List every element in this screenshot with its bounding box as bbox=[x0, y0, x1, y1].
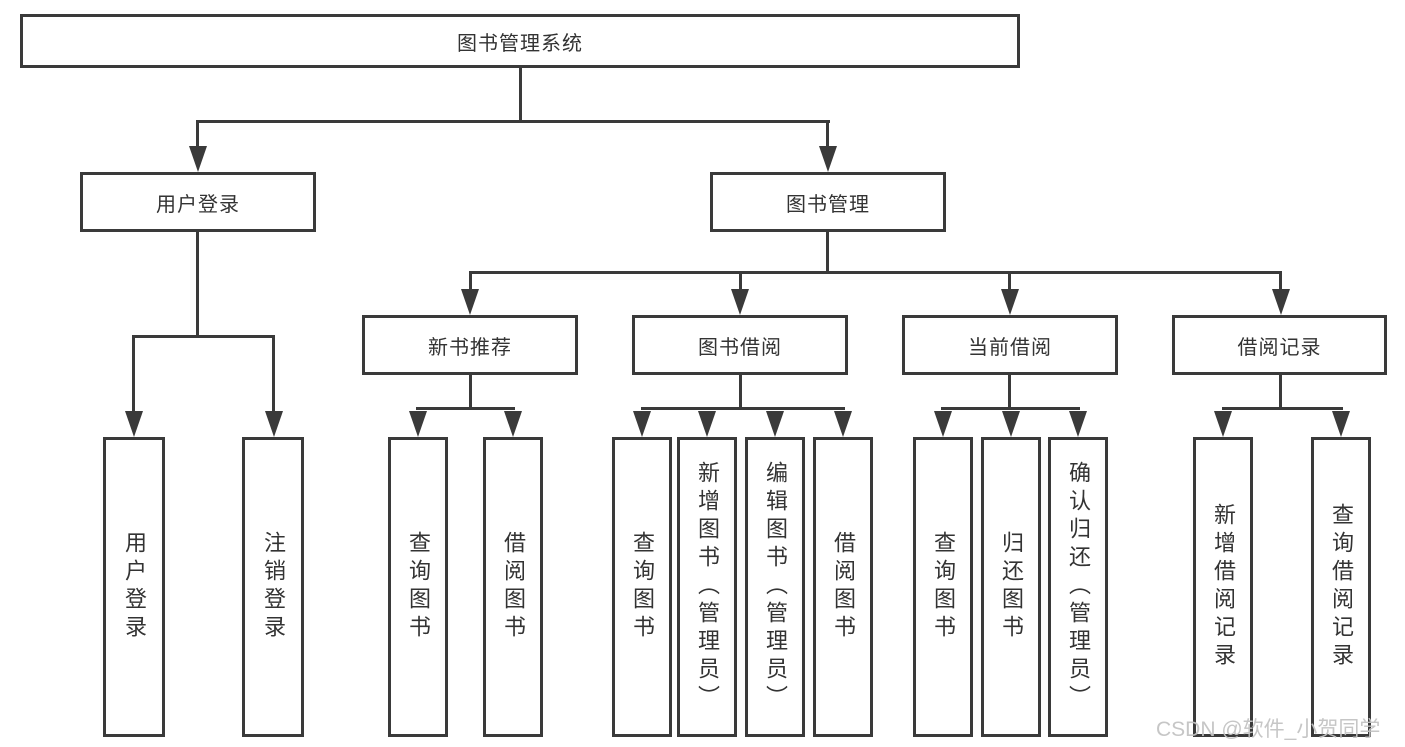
connector-line bbox=[739, 375, 742, 410]
arrow-down-icon bbox=[1069, 411, 1087, 437]
connector-line bbox=[1222, 407, 1343, 410]
arrow-down-icon bbox=[125, 411, 143, 437]
leaf-query-books-recommend: 查询图书 bbox=[388, 437, 448, 737]
leaf-borrow-books-recommend: 借阅图书 bbox=[483, 437, 543, 737]
arrow-down-icon bbox=[834, 411, 852, 437]
connector-line bbox=[196, 120, 199, 148]
node-book-borrow: 图书借阅 bbox=[632, 315, 848, 375]
leaf-label: 确认归还（管理员） bbox=[1066, 461, 1091, 713]
leaf-user-login: 用户登录 bbox=[103, 437, 165, 737]
node-label: 图书管理 bbox=[786, 193, 870, 216]
connector-line bbox=[1279, 271, 1282, 291]
arrow-down-icon bbox=[1214, 411, 1232, 437]
connector-line bbox=[641, 407, 845, 410]
arrow-down-icon bbox=[633, 411, 651, 437]
leaf-label: 查询图书 bbox=[931, 531, 956, 643]
connector-line bbox=[739, 271, 742, 291]
arrow-down-icon bbox=[934, 411, 952, 437]
arrow-down-icon bbox=[731, 289, 749, 315]
leaf-logout: 注销登录 bbox=[242, 437, 304, 737]
arrow-down-icon bbox=[766, 411, 784, 437]
connector-line bbox=[1279, 375, 1282, 410]
connector-line bbox=[519, 68, 522, 121]
node-label: 借阅记录 bbox=[1237, 336, 1322, 359]
leaf-label: 查询图书 bbox=[630, 531, 655, 643]
connector-line bbox=[469, 375, 472, 410]
connector-line bbox=[826, 120, 829, 148]
node-label: 当前借阅 bbox=[968, 336, 1052, 359]
leaf-add-borrow-record: 新增借阅记录 bbox=[1193, 437, 1253, 737]
leaf-borrow-books: 借阅图书 bbox=[813, 437, 873, 737]
node-label: 用户登录 bbox=[156, 193, 240, 216]
leaf-label: 借阅图书 bbox=[501, 531, 526, 643]
leaf-label: 编辑图书（管理员） bbox=[763, 461, 788, 713]
connector-line bbox=[416, 407, 515, 410]
leaf-label: 注销登录 bbox=[261, 531, 286, 643]
arrow-down-icon bbox=[1002, 411, 1020, 437]
leaf-return-books: 归还图书 bbox=[981, 437, 1041, 737]
arrow-down-icon bbox=[1272, 289, 1290, 315]
connector-line bbox=[469, 271, 1282, 274]
arrow-down-icon bbox=[461, 289, 479, 315]
connector-line bbox=[1008, 271, 1011, 291]
leaf-query-books-borrow: 查询图书 bbox=[612, 437, 672, 737]
connector-line bbox=[826, 232, 829, 274]
connector-line bbox=[132, 335, 275, 338]
arrow-down-icon bbox=[819, 146, 837, 172]
connector-line bbox=[469, 271, 472, 291]
leaf-add-books-admin: 新增图书（管理员） bbox=[677, 437, 737, 737]
connector-line bbox=[941, 407, 1080, 410]
node-user-login: 用户登录 bbox=[80, 172, 316, 232]
leaf-edit-books-admin: 编辑图书（管理员） bbox=[745, 437, 805, 737]
leaf-label: 用户登录 bbox=[122, 531, 147, 643]
leaf-label: 查询图书 bbox=[406, 531, 431, 643]
csdn-watermark: CSDN @软件_小贺同学 bbox=[1156, 718, 1381, 741]
node-borrow-records: 借阅记录 bbox=[1172, 315, 1387, 375]
leaf-label: 借阅图书 bbox=[831, 531, 856, 643]
node-current-borrow: 当前借阅 bbox=[902, 315, 1118, 375]
node-book-management: 图书管理 bbox=[710, 172, 946, 232]
arrow-down-icon bbox=[504, 411, 522, 437]
connector-line bbox=[132, 335, 135, 413]
leaf-query-books-current: 查询图书 bbox=[913, 437, 973, 737]
connector-line bbox=[272, 335, 275, 413]
node-label: 新书推荐 bbox=[428, 336, 512, 359]
arrow-down-icon bbox=[1001, 289, 1019, 315]
arrow-down-icon bbox=[409, 411, 427, 437]
leaf-label: 新增图书（管理员） bbox=[695, 461, 720, 713]
leaf-confirm-return-admin: 确认归还（管理员） bbox=[1048, 437, 1108, 737]
connector-line bbox=[196, 120, 830, 123]
arrow-down-icon bbox=[265, 411, 283, 437]
connector-line bbox=[1008, 375, 1011, 410]
node-label: 图书借阅 bbox=[698, 336, 782, 359]
leaf-label: 归还图书 bbox=[999, 531, 1024, 643]
connector-line bbox=[196, 232, 199, 338]
node-new-book-recommend: 新书推荐 bbox=[362, 315, 578, 375]
arrow-down-icon bbox=[698, 411, 716, 437]
node-root-system: 图书管理系统 bbox=[20, 14, 1020, 68]
leaf-label: 新增借阅记录 bbox=[1211, 503, 1236, 671]
arrow-down-icon bbox=[1332, 411, 1350, 437]
node-label: 图书管理系统 bbox=[457, 32, 583, 55]
leaf-label: 查询借阅记录 bbox=[1329, 503, 1354, 671]
arrow-down-icon bbox=[189, 146, 207, 172]
leaf-query-borrow-record: 查询借阅记录 bbox=[1311, 437, 1371, 737]
